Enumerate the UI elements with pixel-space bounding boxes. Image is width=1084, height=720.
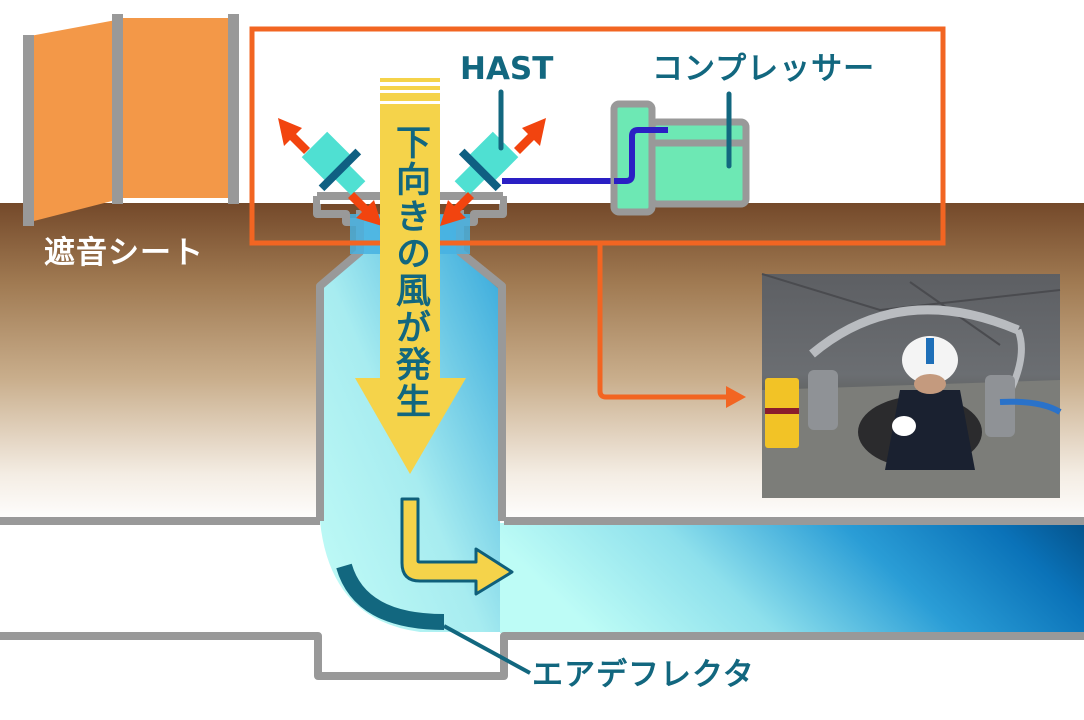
site-photo (761, 273, 1062, 498)
compressor-label: コンプレッサー (652, 51, 876, 87)
air-deflector-icon (336, 563, 531, 675)
air-deflector-label: エアデフレクタ (532, 657, 755, 693)
compressor-icon (610, 100, 750, 216)
callout-connector (597, 243, 728, 400)
air-inflow-arrows (278, 118, 546, 226)
callout-arrowhead (726, 386, 746, 408)
downward-wind-label: 下向きの風が発生 (390, 124, 430, 420)
sound-sheet-label: 遮音シート (44, 235, 204, 271)
hast-label: HAST (460, 51, 554, 87)
turn-flow-arrow (400, 497, 514, 596)
sound-sheet-icon (23, 14, 239, 226)
sewer-pipe (0, 517, 1084, 680)
downward-wind-arrow (355, 78, 466, 474)
